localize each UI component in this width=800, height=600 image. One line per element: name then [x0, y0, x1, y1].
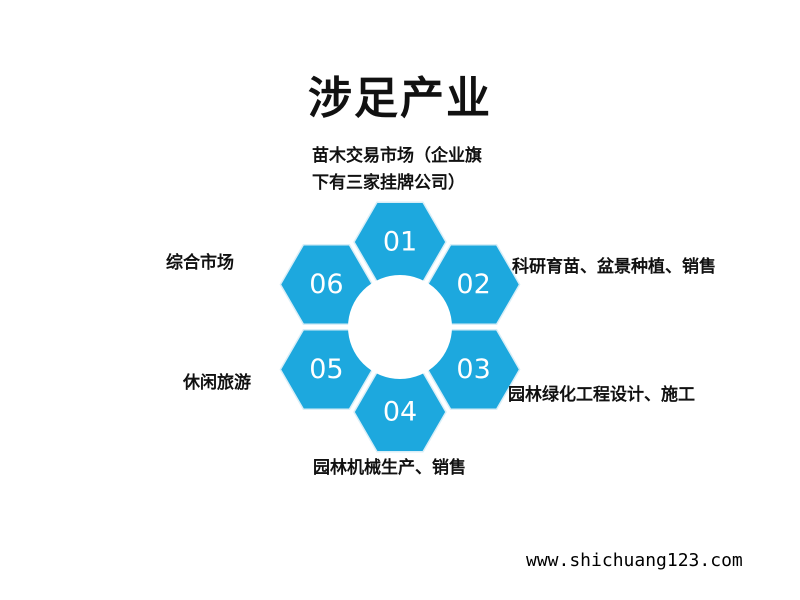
hexagon-number: 03 [456, 354, 490, 385]
page-title: 涉足产业 [308, 73, 492, 124]
hexagon-number: 02 [456, 269, 490, 300]
hexagon-number: 01 [383, 227, 417, 258]
center-circle [348, 275, 452, 379]
hexagon-segment-01: 01 [353, 201, 447, 283]
segment-label-05: 休闲旅游 [183, 373, 251, 393]
segment-label-03: 园林绿化工程设计、施工 [508, 385, 695, 405]
segment-label-04: 园林机械生产、销售 [313, 458, 466, 478]
website-url: www.shichuang123.com [526, 550, 743, 571]
segment-label-02: 科研育苗、盆景种植、销售 [512, 257, 716, 277]
hexagon-number: 04 [383, 397, 417, 428]
segment-label-06: 综合市场 [166, 253, 234, 273]
hexagon-segment-02: 02 [426, 243, 521, 326]
hexagon-segment-06: 06 [279, 243, 374, 326]
segment-label-01: 苗木交易市场（企业旗下有三家挂牌公司） [312, 146, 482, 193]
hexagon-segment-04: 04 [353, 371, 447, 453]
hexagon-number: 05 [309, 354, 343, 385]
hexagon-number: 06 [309, 269, 343, 300]
